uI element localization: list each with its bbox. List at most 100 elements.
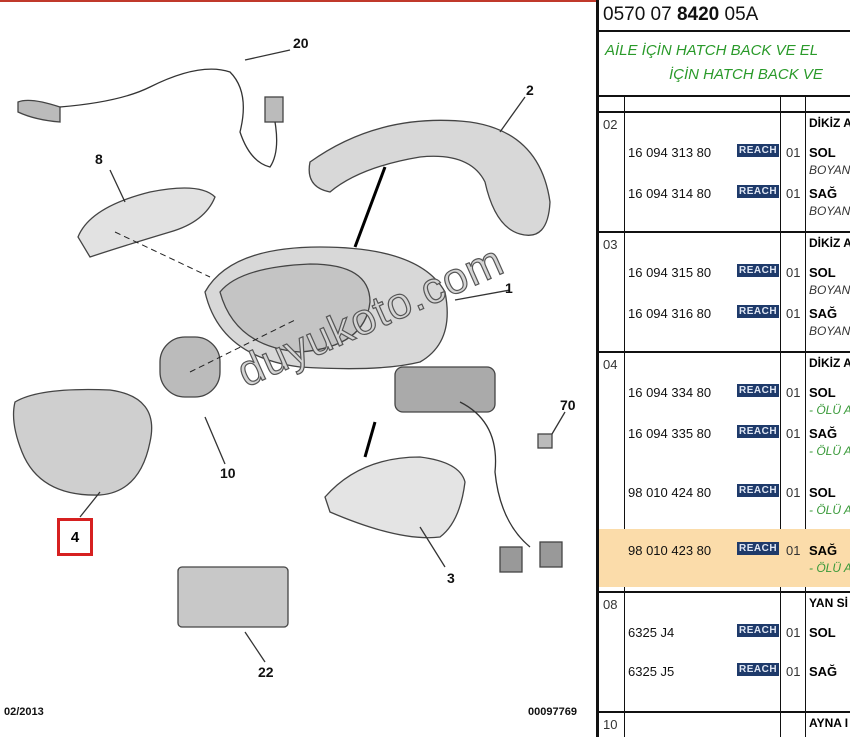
group-title: DİKİZ A — [809, 356, 850, 370]
callout-1[interactable]: 1 — [505, 280, 513, 296]
row-note: - ÖLÜ A — [809, 503, 850, 517]
group-number: 02 — [603, 117, 618, 132]
callout-20[interactable]: 20 — [293, 35, 309, 51]
group-number: 04 — [603, 357, 618, 372]
part-number[interactable]: 6325 J5 — [628, 664, 675, 679]
table-group-10: 10 AYNA I — [599, 711, 850, 751]
quantity: 01 — [786, 426, 801, 441]
table-row[interactable]: 98 010 423 80 REACH 01 SAĞ - ÖLÜ A — [599, 529, 850, 587]
table-row[interactable]: 6325 J4 REACH 01 SOL — [599, 621, 850, 661]
side-label: SOL — [809, 265, 836, 280]
quantity: 01 — [786, 664, 801, 679]
quantity: 01 — [786, 385, 801, 400]
side-label: SAĞ — [809, 186, 838, 201]
table-row[interactable]: 16 094 315 80 REACH 01 SOL BOYAN — [599, 261, 850, 301]
group-number: 08 — [603, 597, 618, 612]
title-line-1: AİLE İÇİN HATCH BACK VE EL — [605, 42, 819, 59]
side-label: SAĞ — [809, 543, 838, 558]
diagram-number: 00097769 — [528, 706, 577, 718]
reach-badge: REACH — [737, 144, 780, 157]
reach-badge: REACH — [737, 305, 780, 318]
part-number[interactable]: 98 010 424 80 — [628, 485, 712, 500]
reach-badge: REACH — [737, 185, 780, 198]
group-title: DİKİZ A — [809, 236, 850, 250]
reach-badge: REACH — [737, 624, 780, 637]
vehicle-title: AİLE İÇİN HATCH BACK VE EL İÇİN HATCH BA… — [599, 30, 850, 90]
row-note: - ÖLÜ A — [809, 444, 850, 458]
row-note: - ÖLÜ A — [809, 403, 850, 417]
side-label: SOL — [809, 625, 836, 640]
side-label: SAĞ — [809, 664, 838, 679]
quantity: 01 — [786, 145, 801, 160]
diagram-date: 02/2013 — [4, 706, 44, 718]
callout-8[interactable]: 8 — [95, 151, 103, 167]
mirror-glass-in-housing — [219, 263, 371, 353]
part-22-switch — [177, 566, 289, 628]
row-note: BOYAN — [809, 324, 850, 338]
row-note: - ÖLÜ A — [809, 561, 850, 575]
side-label: SOL — [809, 385, 836, 400]
parts-diagram: 20 2 8 1 70 10 4 22 3 duyukoto.com 02/20… — [0, 0, 596, 718]
part-number[interactable]: 6325 J4 — [628, 625, 675, 640]
part-number[interactable]: 16 094 315 80 — [628, 265, 712, 280]
table-row[interactable]: 16 094 335 80 REACH 01 SAĞ - ÖLÜ A — [599, 422, 850, 462]
row-note: BOYAN — [809, 283, 850, 297]
parts-list-panel: 0570 07 8420 05A AİLE İÇİN HATCH BACK VE… — [596, 0, 850, 737]
callout-3[interactable]: 3 — [447, 570, 455, 586]
part-8-indicator — [77, 187, 216, 258]
reference-number: 0570 07 8420 05A — [603, 4, 759, 25]
table-row[interactable]: 16 094 314 80 REACH 01 SAĞ BOYAN — [599, 182, 850, 222]
mirror-base — [394, 366, 496, 413]
exploded-view-drawing — [12, 49, 566, 663]
reach-badge: REACH — [737, 484, 780, 497]
reach-badge: REACH — [737, 663, 780, 676]
part-number[interactable]: 16 094 316 80 — [628, 306, 712, 321]
callout-10[interactable]: 10 — [220, 465, 236, 481]
callout-2[interactable]: 2 — [526, 82, 534, 98]
group-number: 10 — [603, 717, 618, 732]
group-title: AYNA I — [809, 716, 849, 730]
group-title: DİKİZ A — [809, 116, 850, 130]
table-row[interactable]: 16 094 313 80 REACH 01 SOL BOYAN — [599, 141, 850, 181]
part-number[interactable]: 16 094 314 80 — [628, 186, 712, 201]
part-number[interactable]: 16 094 335 80 — [628, 426, 712, 441]
reach-badge: REACH — [737, 384, 780, 397]
table-row[interactable]: 16 094 334 80 REACH 01 SOL - ÖLÜ A — [599, 381, 850, 421]
row-note: BOYAN — [809, 163, 850, 177]
part-10-motor — [159, 336, 221, 398]
side-label: SAĞ — [809, 426, 838, 441]
reach-badge: REACH — [737, 542, 780, 555]
callout-70[interactable]: 70 — [560, 397, 576, 413]
quantity: 01 — [786, 306, 801, 321]
part-number[interactable]: 16 094 334 80 — [628, 385, 712, 400]
quantity: 01 — [786, 543, 801, 558]
quantity: 01 — [786, 186, 801, 201]
quantity: 01 — [786, 625, 801, 640]
reach-badge: REACH — [737, 425, 780, 438]
reach-badge: REACH — [737, 264, 780, 277]
quantity: 01 — [786, 265, 801, 280]
title-line-2: İÇİN HATCH BACK VE — [669, 66, 823, 83]
side-label: SAĞ — [809, 306, 838, 321]
group-title: YAN Sİ — [809, 596, 848, 610]
part-3-trim — [324, 456, 466, 539]
group-number: 03 — [603, 237, 618, 252]
quantity: 01 — [786, 485, 801, 500]
callout-22[interactable]: 22 — [258, 664, 274, 680]
part-number[interactable]: 16 094 313 80 — [628, 145, 712, 160]
row-note: BOYAN — [809, 204, 850, 218]
part-2-mirror-cover — [308, 119, 551, 236]
part-20-camera — [17, 99, 61, 123]
part-4-mirror-glass — [12, 388, 153, 496]
table-row[interactable]: 16 094 316 80 REACH 01 SAĞ BOYAN — [599, 302, 850, 342]
side-label: SOL — [809, 145, 836, 160]
part-number[interactable]: 98 010 423 80 — [628, 543, 712, 558]
table-row[interactable]: 6325 J5 REACH 01 SAĞ — [599, 660, 850, 700]
callout-4-selected[interactable]: 4 — [57, 518, 93, 556]
